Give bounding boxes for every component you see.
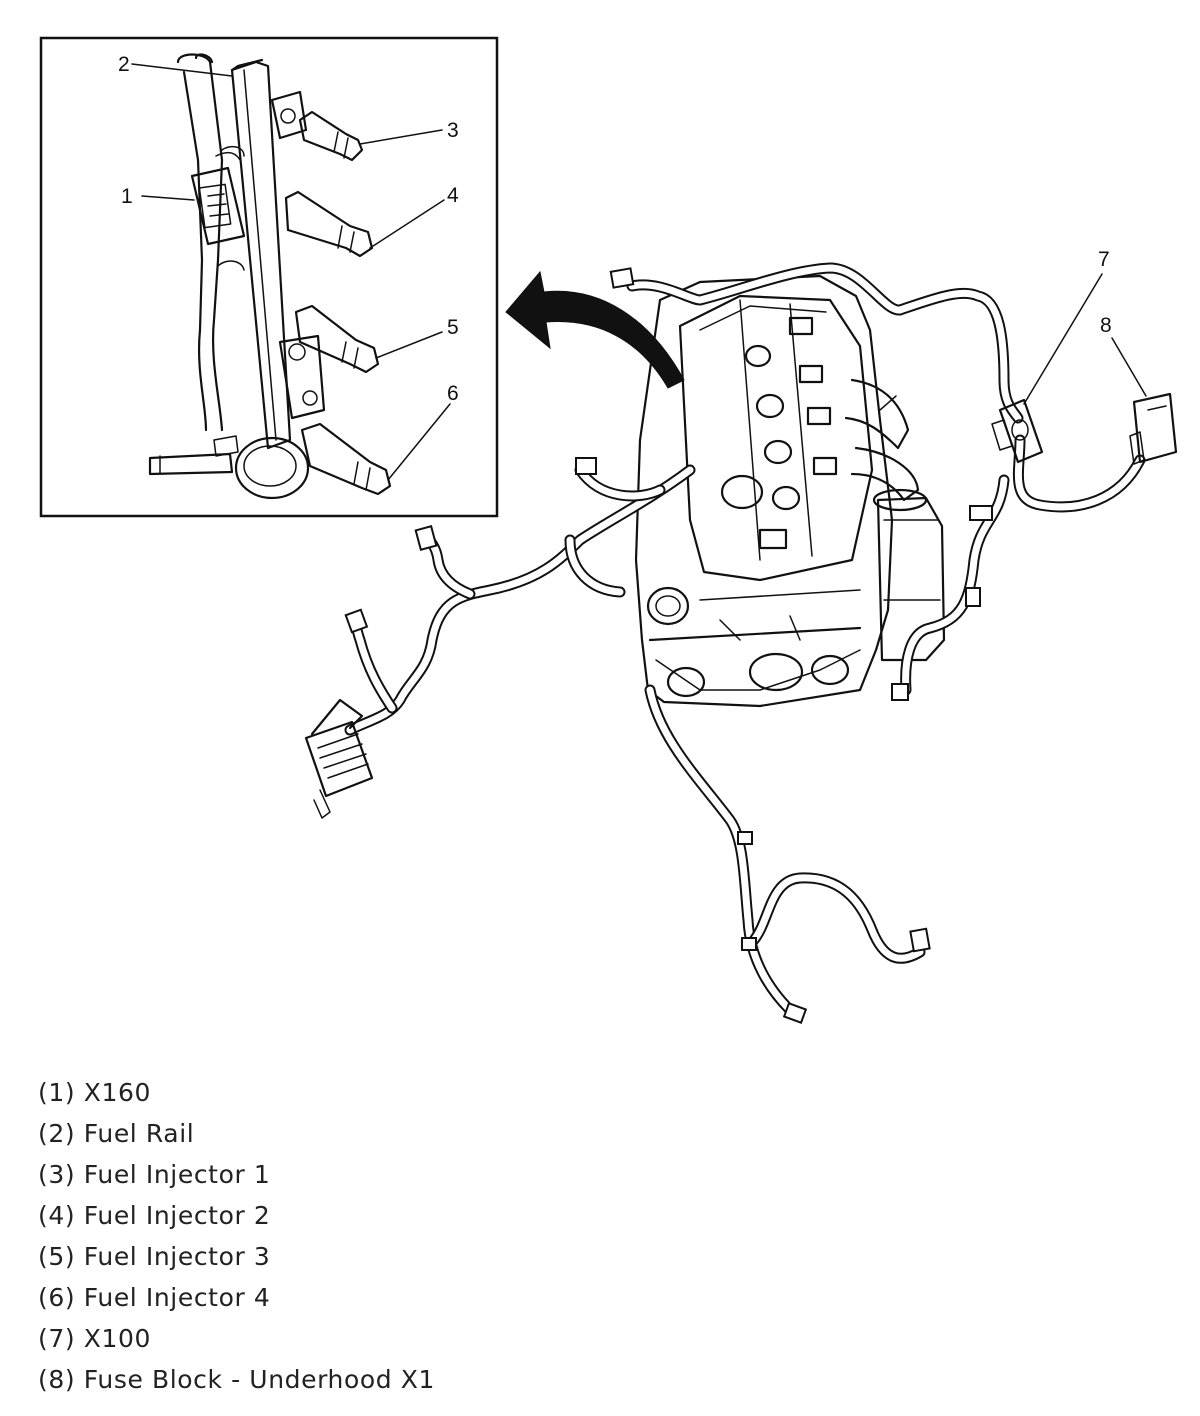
coil-connectors — [758, 316, 838, 550]
callout-3: 3 — [447, 119, 459, 142]
rail-mount-brackets — [270, 90, 326, 420]
legend-item-fuel-injector-4: (6) Fuel Injector 4 — [38, 1283, 271, 1312]
legend-item-fuel-injector-2: (4) Fuel Injector 2 — [38, 1201, 271, 1230]
injector-3 — [294, 304, 380, 374]
spark-plug-wells — [744, 344, 801, 511]
x160-connector — [190, 152, 246, 246]
rail-end-cap — [148, 435, 310, 500]
callout-2: 2 — [118, 53, 130, 76]
underhood-fuse-block — [1129, 392, 1178, 465]
injector-1 — [298, 110, 364, 162]
legend-item-fuse-block: (8) Fuse Block - Underhood X1 — [38, 1365, 436, 1394]
engine-assembly — [634, 274, 946, 708]
engine-control-module — [304, 698, 374, 819]
legend-item-fuel-injector-1: (3) Fuel Injector 1 — [38, 1160, 271, 1189]
injector-4 — [300, 422, 392, 496]
callout-5: 5 — [447, 316, 459, 339]
fuel-rail — [230, 58, 292, 450]
legend-item-fuel-rail: (2) Fuel Rail — [38, 1119, 195, 1148]
legend-item-fuel-injector-3: (5) Fuel Injector 3 — [38, 1242, 271, 1271]
intake-port — [720, 474, 764, 510]
legend-item-x160: (1) X160 — [38, 1078, 152, 1107]
fuel-rail-inset: 2 1 3 4 5 6 — [39, 36, 499, 518]
harness-connectors — [344, 267, 993, 1024]
wiring-diagram: 2 1 3 4 5 6 — [39, 36, 1178, 1024]
callout-1: 1 — [121, 185, 133, 208]
main-callouts: 7 8 — [1023, 248, 1147, 405]
injector-2 — [284, 190, 374, 258]
detail-arrow — [505, 270, 685, 389]
legend-item-x100: (7) X100 — [38, 1324, 152, 1353]
pulley — [646, 586, 690, 626]
callout-8: 8 — [1100, 314, 1112, 337]
x100-connector — [991, 398, 1044, 464]
fuel-feed-hose — [176, 53, 224, 432]
callout-6: 6 — [447, 382, 459, 405]
callout-7: 7 — [1098, 248, 1110, 271]
hose-clip — [217, 260, 245, 271]
callout-4: 4 — [447, 184, 459, 207]
engine-harness — [344, 262, 1146, 1016]
parts-legend: (1) X160 (2) Fuel Rail (3) Fuel Injector… — [38, 1072, 435, 1400]
hose-clip — [221, 145, 245, 157]
inset-callouts: 2 1 3 4 5 6 — [118, 53, 459, 481]
